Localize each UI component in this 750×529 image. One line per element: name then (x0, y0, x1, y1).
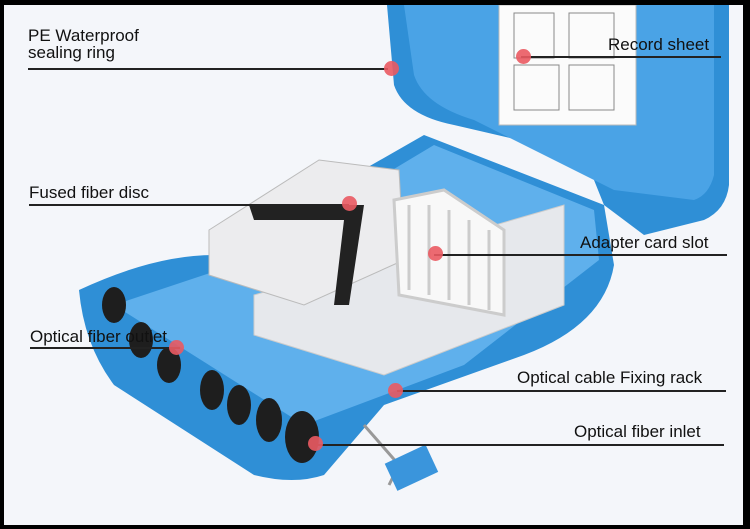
label-adapter-card-slot: Adapter card slot (580, 233, 709, 252)
label-line-1: PE Waterproof (28, 26, 139, 45)
label-optical-cable-fixing-rack: Optical cable Fixing rack (517, 368, 703, 387)
label-line-2: sealing ring (28, 43, 115, 62)
marker-dot-fused-fiber-disc (342, 196, 357, 211)
marker-dot-optical-fiber-outlet (169, 340, 184, 355)
leader-line-adapter-card-slot (434, 254, 727, 256)
fiber-termination-box-illustration (79, 5, 729, 491)
leader-line-sealing-ring (28, 68, 388, 70)
marker-dot-sealing-ring (384, 61, 399, 76)
label-pe-waterproof-sealing-ring: PE Waterproof sealing ring (28, 27, 139, 61)
adapter-card-slot-shape (392, 188, 506, 317)
leader-line-optical-cable-fixing-rack (397, 390, 726, 392)
marker-dot-record-sheet (516, 49, 531, 64)
product-image: PE Waterproof sealing ring Record sheet … (4, 5, 743, 525)
latch-clip (384, 444, 439, 491)
label-fused-fiber-disc: Fused fiber disc (29, 183, 149, 202)
leader-line-optical-fiber-inlet (316, 444, 724, 446)
leader-line-record-sheet (521, 56, 721, 58)
marker-dot-optical-fiber-inlet (308, 436, 323, 451)
marker-dot-adapter-card-slot (428, 246, 443, 261)
marker-dot-optical-cable-fixing-rack (388, 383, 403, 398)
leader-line-optical-fiber-outlet (30, 347, 180, 349)
label-optical-fiber-outlet: Optical fiber outlet (30, 327, 168, 346)
label-optical-fiber-inlet: Optical fiber inlet (574, 422, 701, 441)
label-record-sheet: Record sheet (608, 35, 710, 54)
leader-line-fused-fiber-disc (29, 204, 349, 206)
